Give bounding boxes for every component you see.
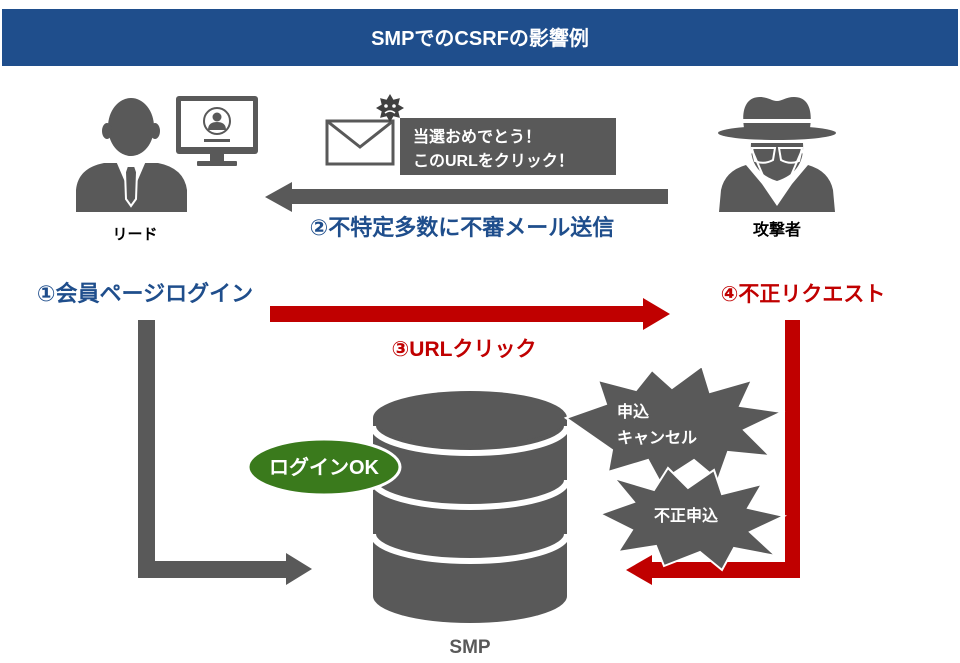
login-ok-badge: ログインOK — [246, 437, 402, 497]
spam-message-box: 当選おめでとう！ このURLをクリック！ — [400, 118, 616, 175]
header-title: SMPでのCSRFの影響例 — [371, 26, 589, 50]
mail-send-arrow — [265, 182, 668, 212]
fraud-application-burst: 不正申込 — [597, 466, 788, 572]
login-ok-text: ログインOK — [269, 455, 380, 479]
database-icon — [370, 391, 570, 623]
burst-text: 不正申込 — [654, 506, 718, 525]
step4-label: ④不正リクエスト — [721, 283, 886, 306]
burst-text-line-2: キャンセル — [617, 430, 697, 447]
businessman-icon — [76, 98, 187, 212]
step1-label: ①会員ページログイン — [37, 281, 253, 306]
burst-shape — [597, 466, 788, 572]
login-arrow — [138, 320, 312, 585]
attacker-label: 攻撃者 — [753, 220, 801, 239]
monitor-user-icon — [176, 96, 258, 166]
hacker-icon — [718, 97, 836, 212]
burst-text-line-1: 申込 — [617, 402, 649, 421]
header-bar — [2, 9, 958, 66]
burst-shape — [563, 364, 786, 484]
cancel-application-burst: 申込 キャンセル — [563, 364, 786, 484]
envelope-icon — [325, 119, 395, 166]
url-click-arrow — [270, 298, 670, 330]
spam-message-line-1: 当選おめでとう！ — [413, 127, 541, 146]
step2-label: ②不特定多数に不審メール送信 — [310, 215, 615, 240]
spam-message-line-2: このURLをクリック！ — [413, 152, 574, 170]
lead-label: リード — [112, 226, 157, 243]
smp-label: SMP — [449, 637, 491, 658]
virus-icon — [376, 94, 404, 122]
login-ok-ellipse — [246, 437, 402, 497]
step3-label: ③URLクリック — [392, 338, 537, 361]
spam-message-background — [400, 118, 616, 175]
